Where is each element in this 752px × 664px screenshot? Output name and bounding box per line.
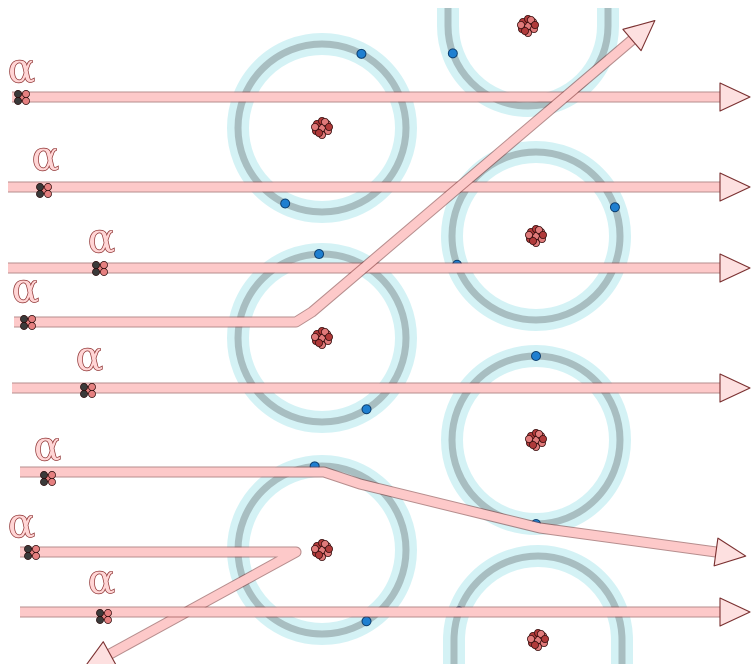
- nucleus: [525, 224, 548, 247]
- electron-1: [447, 48, 458, 59]
- alpha-beam-8: [20, 597, 751, 627]
- electron-1: [609, 202, 620, 213]
- alpha-particle-2: [36, 183, 52, 198]
- electron-1: [314, 249, 325, 260]
- electron-1: [531, 351, 541, 361]
- orbit-ring: [234, 40, 410, 216]
- beam-arrow-head: [719, 373, 751, 403]
- alpha-particle-5: [80, 383, 96, 398]
- alpha-particle-3: [92, 261, 108, 276]
- alpha-beam-7: [20, 546, 302, 664]
- beam-arrow-head: [719, 597, 751, 627]
- alpha-beam-6: [20, 466, 747, 567]
- beam-body: [20, 547, 301, 658]
- beam-arrow-head: [713, 537, 747, 567]
- alpha-label-1: α: [8, 46, 35, 92]
- atoms-layer: [227, 8, 633, 664]
- alpha-label-5: α: [76, 334, 103, 380]
- alpha-label-3: α: [88, 216, 115, 262]
- alpha-particle-4: [20, 315, 36, 330]
- nucleus: [310, 539, 333, 562]
- orbit-ring: [448, 148, 624, 324]
- nucleus: [527, 629, 550, 652]
- nucleus: [310, 117, 333, 139]
- atom-orbit: [227, 33, 417, 223]
- beam-arrow-head: [719, 82, 751, 112]
- alpha-particle-8: [96, 609, 112, 624]
- alpha-particle-6: [40, 471, 56, 486]
- beam-arrow-head: [622, 20, 656, 52]
- alpha-beam-4: [14, 20, 656, 328]
- beam-arrow-head: [719, 172, 751, 202]
- alpha-label-6: α: [34, 424, 61, 470]
- nucleus: [525, 428, 548, 451]
- atom-1: [227, 33, 417, 223]
- atom-orbit: [441, 141, 631, 331]
- beam-arrow-head: [719, 253, 751, 283]
- alpha-beams-layer: [8, 20, 751, 664]
- alpha-particles-layer: [14, 90, 112, 624]
- alpha-label-8: α: [88, 557, 115, 603]
- beam-arrow-head: [86, 641, 117, 664]
- alpha-label-2: α: [32, 134, 59, 180]
- beam-body: [20, 467, 717, 557]
- atom-3: [227, 243, 417, 433]
- atom-2: [441, 141, 631, 331]
- alpha-particle-7: [24, 545, 40, 560]
- alpha-beam-1: [12, 82, 751, 112]
- beam-body: [14, 36, 635, 327]
- alpha-labels-layer: α α α α α α α α: [7, 45, 115, 603]
- alpha-beam-2: [8, 172, 751, 202]
- beam-outline: [14, 35, 636, 328]
- atom-4: [441, 345, 631, 535]
- electron-2: [361, 404, 372, 415]
- electron-2: [361, 616, 372, 627]
- nucleus: [517, 14, 540, 37]
- electron-2: [280, 198, 291, 209]
- alpha-label-7: α: [8, 501, 35, 547]
- electron-1: [356, 48, 367, 59]
- nucleus: [310, 326, 333, 349]
- atom-6: [437, 8, 619, 117]
- alpha-beam-5: [12, 373, 751, 403]
- alpha-label-4: α: [12, 266, 39, 312]
- alpha-particle-1: [14, 90, 30, 105]
